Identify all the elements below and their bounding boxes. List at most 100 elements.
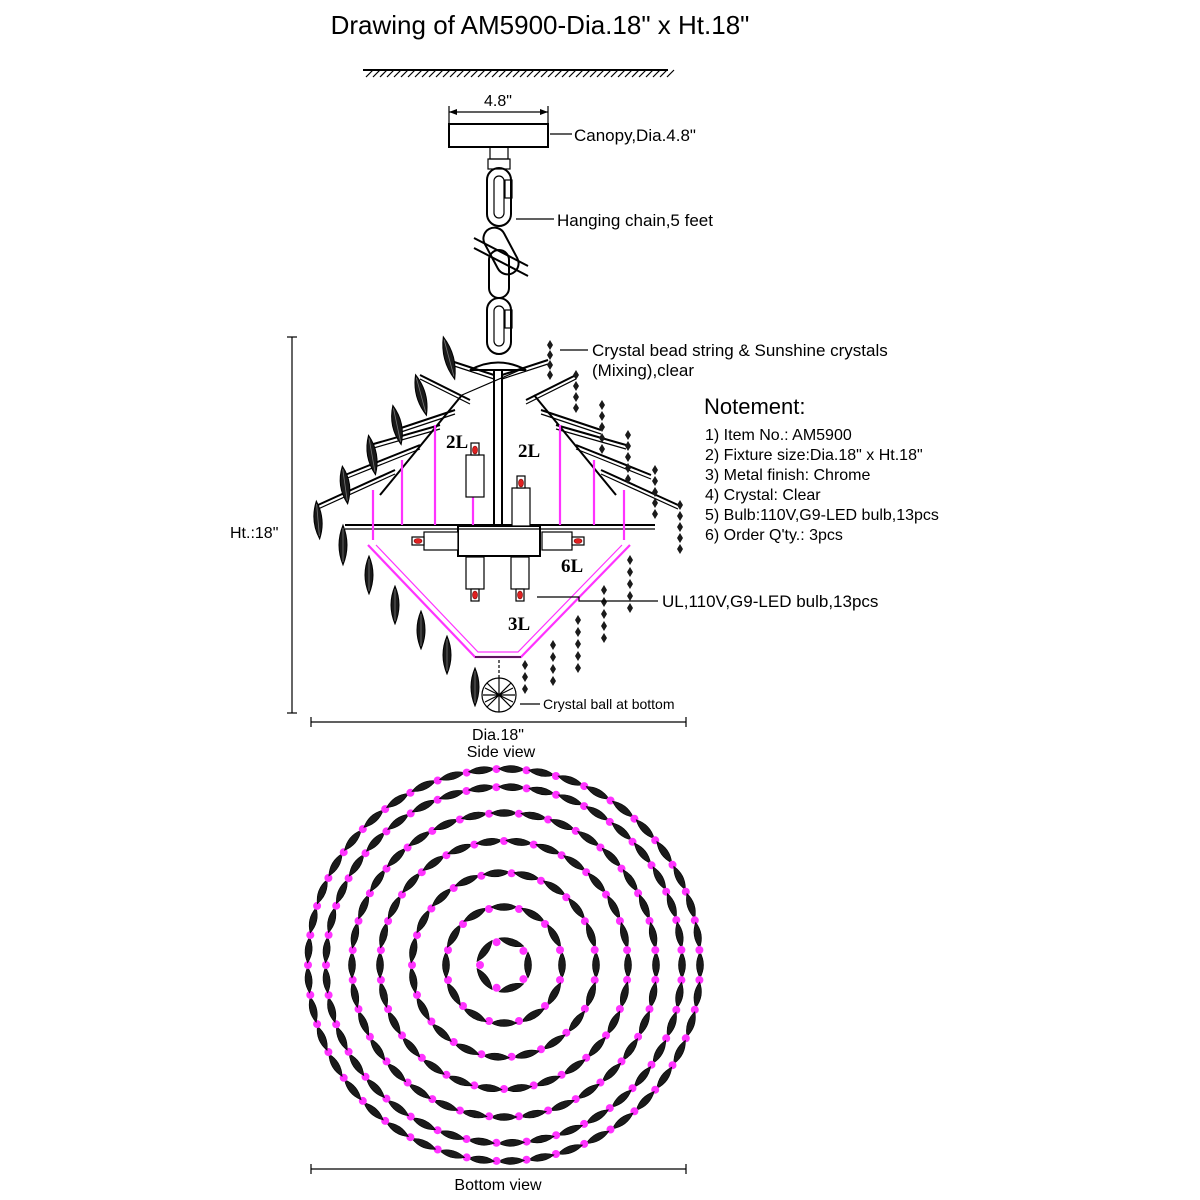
bottom-crystal <box>379 981 388 1008</box>
bottom-crystal <box>454 1043 480 1055</box>
bottom-crystal <box>411 1138 437 1150</box>
bottom-view-label: Bottom view <box>454 1177 542 1194</box>
bottom-crystal <box>498 937 525 948</box>
note-item: 6) Order Q'ty.: 3pcs <box>705 527 843 544</box>
bottom-crystal <box>505 1084 533 1093</box>
bottom-crystal <box>409 966 418 994</box>
bottom-crystal <box>696 951 704 979</box>
bottom-crystal <box>336 879 348 905</box>
bottom-crystal <box>524 951 532 979</box>
bottom-crystal <box>542 1034 566 1050</box>
bottom-crystal <box>328 1053 343 1077</box>
bottom-crystal <box>620 922 629 949</box>
bottom-crystal <box>460 1109 488 1119</box>
side-view-fixture <box>313 335 683 713</box>
ceiling-hatch <box>363 69 675 78</box>
bottom-crystal <box>358 1010 370 1036</box>
chain-callout: Hanging chain,5 feet <box>557 211 713 230</box>
bottom-crystal <box>528 786 555 796</box>
bottom-crystal <box>673 865 686 891</box>
bottom-crystal <box>666 892 677 919</box>
bottom-crystal <box>475 1084 503 1093</box>
bottom-crystal <box>308 907 318 934</box>
bottom-crystal <box>675 981 684 1009</box>
bottom-crystal <box>638 894 650 920</box>
bottom-crystal <box>678 951 686 979</box>
bottom-crystal <box>460 811 488 821</box>
bottom-crystal <box>497 1157 526 1165</box>
bottom-crystal <box>527 1153 555 1162</box>
bottom-crystal <box>586 922 596 948</box>
bottom-crystal <box>586 982 596 1008</box>
bottom-crystal <box>666 1011 677 1038</box>
note-item: 2) Fixture size:Dia.18" x Ht.18" <box>705 447 923 464</box>
canopy-width-dimension: 4.8" <box>448 93 549 124</box>
bottom-crystal <box>497 783 526 791</box>
bottom-crystal <box>409 936 418 964</box>
bottom-crystal <box>568 897 585 920</box>
bottom-crystal <box>549 1099 575 1111</box>
bottom-crystal <box>490 1113 518 1121</box>
bottom-crystal <box>336 1025 348 1051</box>
canopy-callout: Canopy,Dia.4.8" <box>574 126 696 145</box>
bottom-crystal <box>322 966 331 994</box>
bottom-crystal <box>686 1011 696 1038</box>
bottom-crystal <box>557 775 584 786</box>
bottom-crystal <box>497 1139 526 1147</box>
bottom-crystal <box>327 906 337 934</box>
bottom-crystal <box>513 1049 540 1059</box>
bottom-crystal <box>673 1039 686 1065</box>
bottom-crystal <box>535 843 561 855</box>
notes-block: Notement: 1) Item No.: AM5900 2) Fixture… <box>704 394 939 544</box>
bottom-crystal <box>454 875 480 887</box>
bottom-crystal <box>467 1155 496 1164</box>
bottom-crystal <box>527 768 555 777</box>
bottom-crystal <box>520 811 548 821</box>
bottom-crystal <box>497 765 526 773</box>
bottom-crystal <box>411 780 437 792</box>
bottom-crystal <box>482 1052 510 1061</box>
bottom-crystal <box>348 951 356 979</box>
bottom-crystal <box>350 921 360 949</box>
bottom-crystal <box>467 766 496 775</box>
bottom-crystal <box>308 996 318 1023</box>
bottom-view-rings <box>304 765 704 1165</box>
bottom-crystal <box>557 1124 584 1136</box>
bottom-crystal <box>558 951 566 979</box>
bottom-crystal <box>620 981 629 1008</box>
bottom-crystal <box>693 921 702 949</box>
note-item: 5) Bulb:110V,G9-LED bulb,13pcs <box>705 507 939 524</box>
bottom-crystal <box>350 981 360 1009</box>
bottom-crystal <box>447 843 473 855</box>
bottom-crystal <box>476 939 493 962</box>
bottom-crystal <box>535 1075 561 1087</box>
bottom-crystal <box>624 951 632 979</box>
canopy-width-label: 4.8" <box>484 93 512 110</box>
bottom-crystal <box>675 921 684 949</box>
light-label-left-upper: 2L <box>446 432 468 453</box>
bottom-crystal <box>467 784 495 793</box>
light-label-lower: 3L <box>508 614 530 635</box>
bulb-callout: UL,110V,G9-LED bulb,13pcs <box>662 592 878 611</box>
bottom-crystal <box>304 936 313 964</box>
bottom-crystal <box>379 922 388 949</box>
bottom-crystal <box>557 794 584 806</box>
bottom-crystal <box>442 951 450 979</box>
light-label-middle: 6L <box>561 556 583 577</box>
bottom-diameter-dimension <box>310 1164 687 1174</box>
hanging-chain <box>473 146 529 355</box>
bottom-crystal <box>557 1144 584 1155</box>
bottom-crystal <box>592 951 600 979</box>
bottom-crystal <box>585 1109 609 1124</box>
bottom-crystal <box>316 1025 328 1051</box>
bottom-crystal <box>549 819 575 831</box>
bottom-crystal <box>327 996 337 1024</box>
bottom-crystal <box>348 1053 365 1076</box>
bottom-crystal <box>648 921 658 949</box>
crystal-string-callout-line2: (Mixing),clear <box>592 361 694 380</box>
bottom-crystal <box>482 869 510 878</box>
bottom-crystal <box>447 1075 473 1087</box>
diameter-dimension: Dia.18" <box>310 717 687 744</box>
bottom-crystal <box>638 1010 650 1036</box>
bottom-crystal <box>467 1137 495 1146</box>
